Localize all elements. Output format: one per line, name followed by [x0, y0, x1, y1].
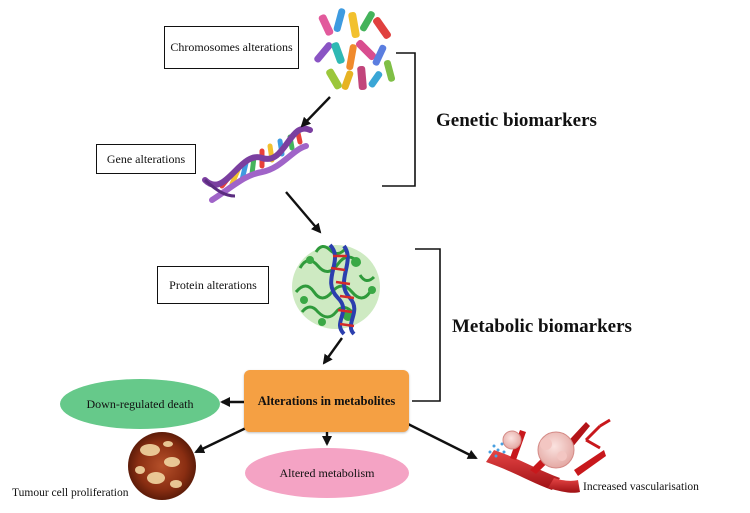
altered-metabolism-label: Altered metabolism: [279, 465, 375, 480]
arrow-to-tumour: [194, 426, 247, 454]
increased-vascularisation-label: Increased vascularisation: [583, 481, 699, 493]
alterations-in-metabolites-box: Alterations in metabolites: [244, 370, 409, 432]
metabolic-bracket: [412, 248, 441, 402]
dna-helix-icon: [202, 125, 313, 203]
tumour-tissue-icon: [128, 432, 196, 500]
gene-alterations-label: Gene alterations: [106, 151, 186, 166]
altered-metabolism-ellipse: [245, 448, 409, 498]
genetic-biomarkers-heading: Genetic biomarkers: [436, 110, 597, 131]
chromosomes-alterations-label: Chromosomes alterations: [170, 40, 293, 54]
protein-structure-icon: [292, 243, 380, 336]
arrow-to-vascularisation: [407, 422, 478, 460]
protein-alterations-box: Protein alterations: [157, 266, 269, 304]
gene-alterations-box: Gene alterations: [96, 144, 196, 174]
alterations-in-metabolites-label: Alterations in metabolites: [257, 393, 396, 408]
genetic-bracket: [382, 52, 416, 187]
tumour-cell-proliferation-label: Tumour cell proliferation: [12, 487, 129, 499]
arrow-protein-to-metabolites: [322, 337, 343, 365]
down-regulated-death-label: Down-regulated death: [86, 396, 194, 411]
arrow-gene-to-protein: [285, 191, 322, 234]
chromosomes-icon: [314, 8, 396, 91]
blood-vessel-icon: [486, 418, 611, 493]
arrow-chromosomes-to-gene: [300, 96, 331, 128]
metabolic-biomarkers-heading: Metabolic biomarkers: [452, 316, 632, 337]
protein-alterations-label: Protein alterations: [169, 277, 257, 292]
down-regulated-ellipse: [60, 379, 220, 429]
chromosomes-alterations-box: Chromosomes alterations: [164, 26, 299, 69]
